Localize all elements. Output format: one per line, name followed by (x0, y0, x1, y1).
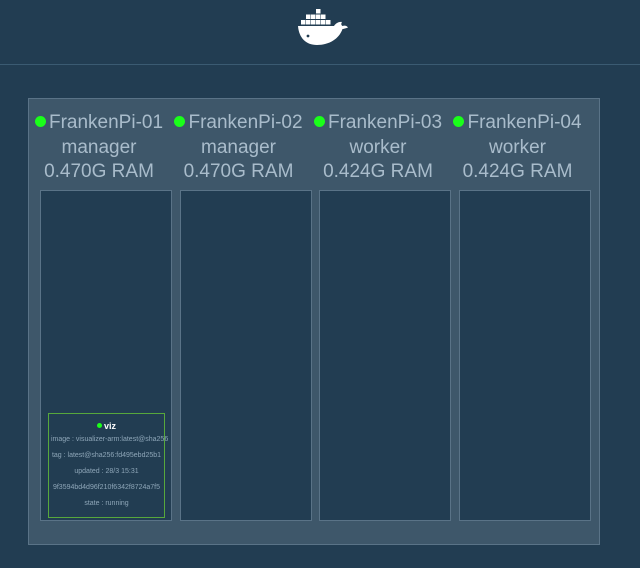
header (0, 0, 640, 65)
node-role: worker (488, 136, 546, 158)
node-header: FrankenPi-04 worker 0.424G RAM (448, 111, 588, 185)
node-role: manager (201, 136, 276, 158)
node-task-area (319, 190, 451, 521)
node-header: FrankenPi-02 manager 0.470G RAM (169, 111, 309, 185)
task-status-dot (96, 423, 102, 428)
node-card: FrankenPi-04 worker 0.424G RAM (448, 99, 591, 546)
node-role: worker (349, 136, 407, 158)
node-card: FrankenPi-02 manager 0.470G RAM (169, 99, 312, 546)
node-name: FrankenPi-01 (48, 112, 164, 133)
task-tag: tag : latest@sha256:fd495ebd25b1 (51, 452, 162, 459)
node-status-dot (174, 116, 186, 127)
node-status-dot (34, 116, 46, 127)
docker-whale-icon (298, 9, 348, 45)
node-ram: 0.424G RAM (462, 161, 573, 182)
task-image: image : visualizer-arm:latest@sha256 (51, 436, 169, 443)
node-name: FrankenPi-03 (327, 112, 443, 133)
node-ram: 0.470G RAM (183, 161, 294, 182)
node-card: FrankenPi-03 worker 0.424G RAM (308, 99, 451, 546)
task-card[interactable]: viz image : visualizer-arm:latest@sha256… (48, 413, 169, 518)
task-state: state : running (84, 500, 129, 507)
node-header: FrankenPi-03 worker 0.424G RAM (308, 111, 448, 185)
task-id: 9f3594bd4d96f210f6342f8724a7f5 (52, 484, 161, 491)
node-name: FrankenPi-02 (188, 112, 303, 133)
task-updated: updated : 28/3 15:31 (74, 468, 139, 475)
node-task-area (458, 190, 591, 521)
node-header: FrankenPi-01 manager 0.470G RAM (29, 111, 169, 185)
node-task-area: viz image : visualizer-arm:latest@sha256… (40, 190, 172, 521)
node-card: FrankenPi-01 manager 0.470G RAM viz imag… (29, 99, 172, 546)
node-ram: 0.470G RAM (44, 161, 154, 182)
node-name: FrankenPi-04 (467, 112, 582, 133)
node-status-dot (313, 116, 325, 127)
node-role: manager (61, 136, 137, 158)
cluster-panel: FrankenPi-01 manager 0.470G RAM viz imag… (28, 98, 600, 545)
task-name: viz (103, 421, 116, 431)
node-status-dot (453, 116, 465, 127)
node-ram: 0.424G RAM (323, 161, 433, 182)
node-task-area (179, 190, 312, 521)
